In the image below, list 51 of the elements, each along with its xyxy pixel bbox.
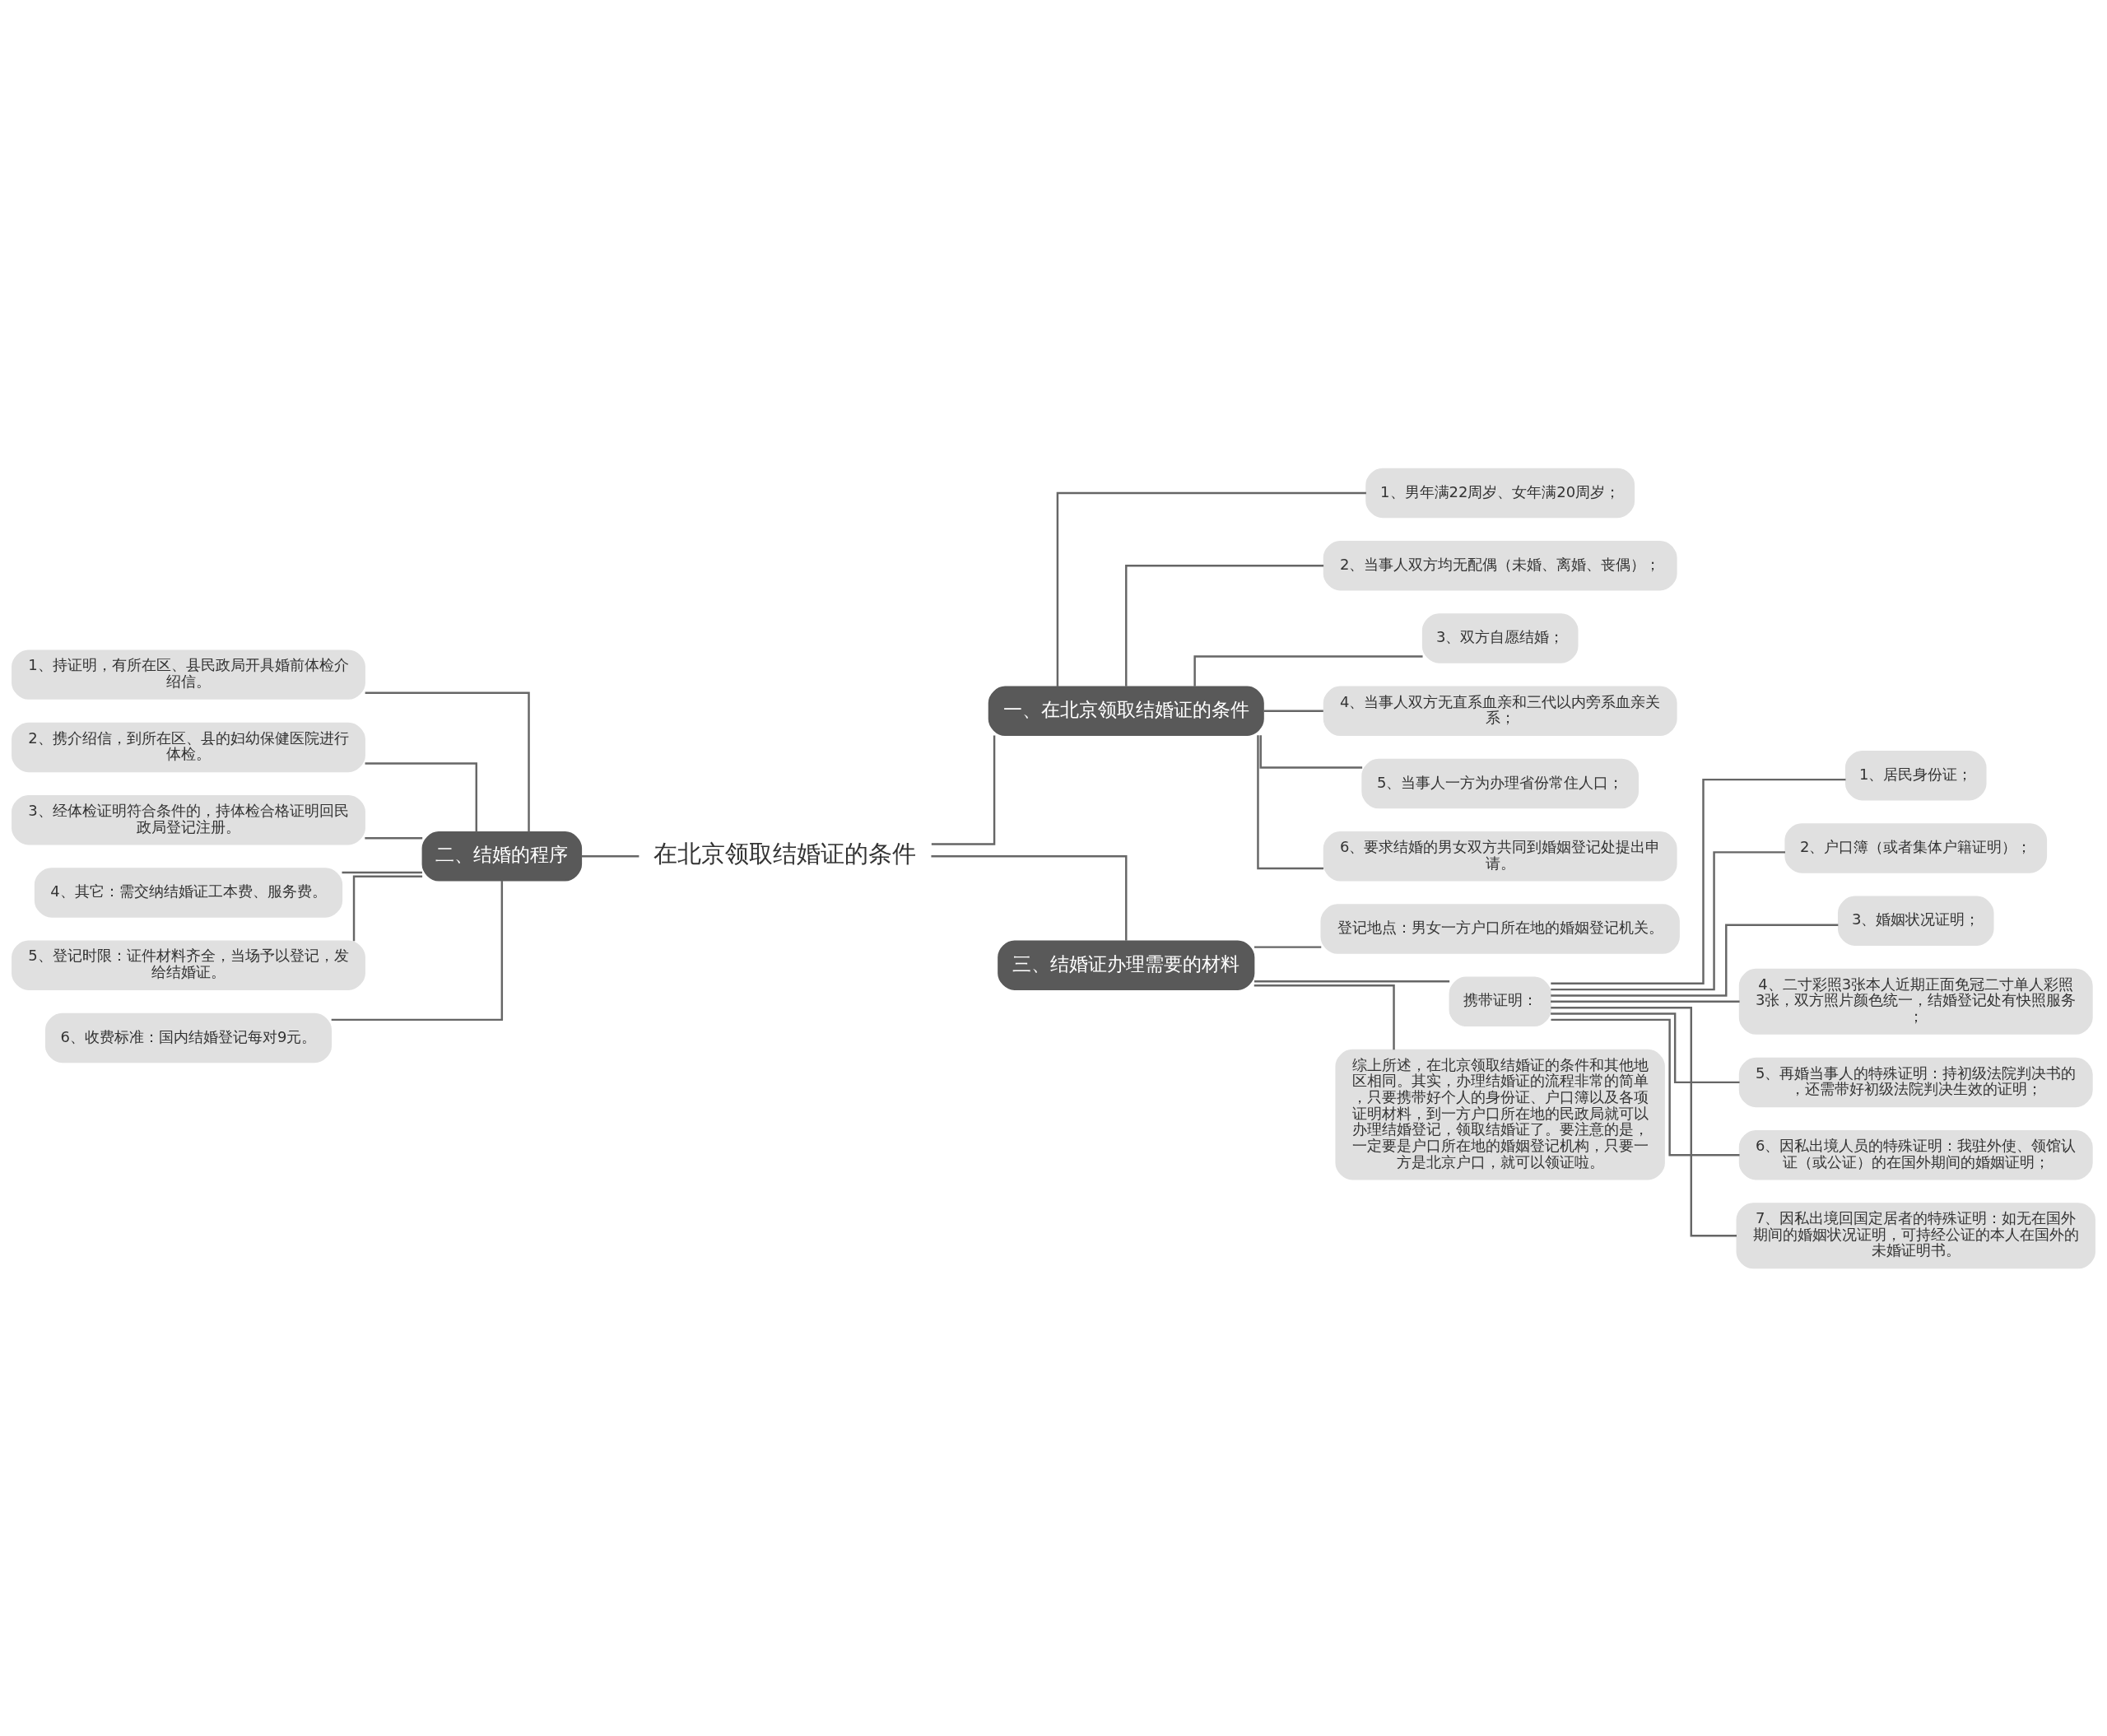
connector: [1551, 778, 1846, 984]
node-box: 3、婚姻状况证明；: [1837, 896, 1994, 946]
node-box: 4、二寸彩照3张本人近期正面免冠二寸单人彩照3张，双方照片颜色统一，结婚登记处有快照服务；: [1738, 968, 2093, 1035]
connector: [1551, 1006, 1737, 1236]
connector: [1551, 1018, 1740, 1156]
connector: [342, 871, 422, 873]
node-box: 2、户口簿（或者集体户籍证明）；: [1784, 822, 2048, 873]
node-box: 一、在北京领取结婚证的条件: [988, 686, 1264, 736]
connector: [331, 880, 504, 1021]
connector: [931, 734, 996, 845]
connector: [1254, 984, 1395, 1050]
connector: [931, 854, 1128, 941]
connector: [1125, 564, 1324, 686]
connector: [1551, 923, 1839, 997]
connector: [1263, 710, 1323, 712]
node-box: 4、当事人双方无直系血亲和三代以内旁系血亲关系；: [1323, 686, 1677, 736]
node-box: 6、要求结婚的男女双方共同到婚姻登记处提出申请。: [1323, 831, 1677, 882]
node-box: 4、其它：需交纳结婚证工本费、服务费。: [34, 867, 343, 918]
node-box: 6、收费标准：国内结婚登记每对9元。: [44, 1012, 333, 1063]
connector: [1257, 734, 1324, 869]
node-box: 5、再婚当事人的特殊证明：持初级法院判决书的，还需带好初级法院判决生效的证明；: [1738, 1057, 2093, 1107]
connector: [1056, 491, 1366, 686]
node-box: 二、结婚的程序: [421, 831, 583, 882]
connector: [1551, 850, 1785, 990]
node-text: 在北京领取结婚证的条件: [653, 839, 917, 868]
connector: [1254, 945, 1322, 948]
node-box: 2、携介绍信，到所在区、县的妇幼保健医院进行体检。: [12, 722, 365, 772]
connector: [352, 875, 423, 941]
connector: [1193, 654, 1423, 686]
connector: [1254, 980, 1450, 983]
node-box: 5、当事人一方为办理省份常住人口；: [1361, 758, 1640, 808]
node-box: 3、双方自愿结婚；: [1421, 612, 1579, 663]
node-box: 综上所述，在北京领取结婚证的条件和其他地区相同。其实，办理结婚证的流程非常的简单，只要携带好个人的身份证、户口簿以及各项证明材料，到一方户口所在地的民政局就可以办理结婚登记，领取结婚证了。要注意的是，一定要是户口所在地的婚姻登记机构，只要一方是北京户口，就可以领证啦。: [1335, 1049, 1665, 1180]
connector: [1259, 734, 1363, 769]
node-box: 三、结婚证办理需要的材料: [998, 939, 1255, 990]
node-box: 1、持证明，有所在区、县民政局开具婚前体检介绍信。: [12, 649, 365, 700]
connector: [581, 854, 640, 857]
connector: [365, 836, 423, 839]
node-box: 1、男年满22周岁、女年满20周岁；: [1365, 468, 1635, 518]
connector: [365, 691, 530, 832]
node-box: 6、因私出境人员的特殊证明：我驻外使、领馆认证（或公证）的在国外期间的婚姻证明；: [1738, 1129, 2093, 1180]
node-box: 3、经体检证明符合条件的，持体检合格证明回民政局登记注册。: [12, 794, 365, 845]
connector: [1551, 1012, 1740, 1083]
connector: [365, 761, 477, 832]
connector: [1551, 1000, 1740, 1003]
node-box: 登记地点：男女一方户口所在地的婚姻登记机关。: [1320, 903, 1680, 954]
node-box: 1、居民身份证；: [1844, 750, 1987, 800]
node-box: 7、因私出境回国定居者的特殊证明：如无在国外期间的婚姻状况证明，可持经公证的本人在国外的未婚证明书。: [1736, 1202, 2095, 1268]
node-box: 5、登记时限：证件材料齐全，当场予以登记，发给结婚证。: [12, 939, 365, 990]
node-box: 携带证明：: [1449, 976, 1551, 1026]
node-box: 2、当事人双方均无配偶（未婚、离婚、丧偶）；: [1323, 540, 1677, 590]
